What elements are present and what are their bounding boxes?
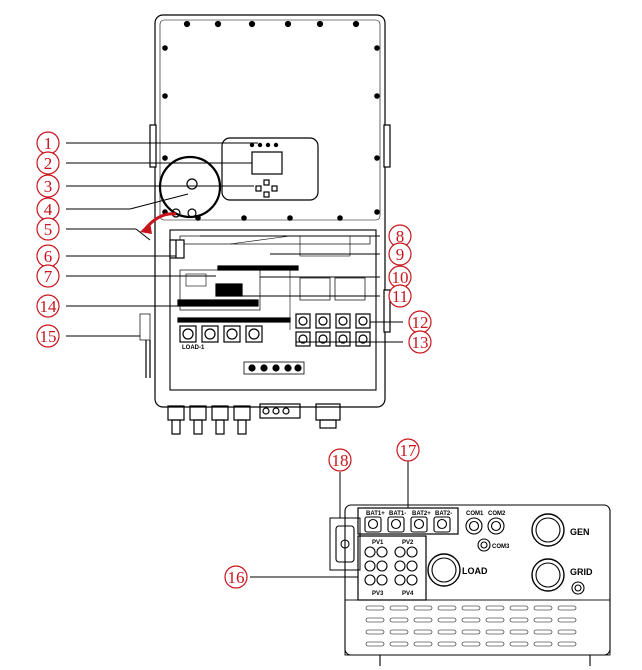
bat-port-label: BAT2- [435,511,452,517]
inverter-bottom-view [329,504,611,666]
grid-label: GRID [570,567,593,577]
bat-port-connectors [364,516,451,533]
callout-number: 11 [392,287,408,306]
pv-connectors-box [357,535,427,601]
dc-switch-detail-circle [158,155,222,219]
wiring-compartment [169,229,377,391]
callout-number: 16 [228,568,245,587]
battery-terminal-row-bottom [295,331,371,347]
load-label: LOAD [462,566,488,576]
bat-port-label: BAT1+ [366,511,385,517]
function-buttons [255,179,278,198]
com3-label: COM3 [492,544,510,550]
callout-5 [36,217,60,241]
callout-number: 17 [400,441,418,460]
callout-number: 7 [44,267,53,286]
callout-9 [388,242,412,266]
gen-gland [531,513,565,547]
inverter-housing [154,14,386,408]
pv-connectors [364,546,418,586]
bottom-panel-labels: BAT1+ BAT1- BAT2+ BAT2- COM1 COM2 COM3 G… [182,345,593,597]
grid-gland [531,558,565,592]
callout-13 [408,330,432,354]
cover-screws [162,20,380,221]
bat-port-label: BAT2+ [412,511,431,517]
callout-number: 2 [44,154,53,173]
control-panel [221,137,319,201]
callout-number: 4 [44,200,53,219]
load-terminal-label: LOAD-1 [182,345,205,351]
leader-lines [66,142,409,578]
callout-number: 9 [396,245,405,264]
small-gland [571,581,585,595]
callout-number: 5 [44,220,53,239]
callout-number: 13 [412,333,429,352]
pv-label: PV1 [372,540,384,546]
callout-number: 6 [44,247,53,266]
inverter-front-view [139,14,391,435]
gen-label: GEN [570,527,590,537]
com3-port [477,538,491,552]
callout-14 [36,294,60,318]
callout-17 [396,438,420,462]
bat-port-label: BAT1- [389,511,406,517]
battery-terminal-row-top [295,313,371,329]
callouts [36,131,432,589]
callout-number: 8 [396,227,405,246]
arrow-head-icon [140,222,152,234]
callout-number: 14 [40,297,58,316]
callout-number: 10 [392,268,409,287]
callout-11 [388,284,412,308]
pv-label: PV4 [402,591,414,597]
callout-number: 3 [44,177,53,196]
callout-7 [36,264,60,288]
callout-number: 15 [40,327,57,346]
callout-2 [36,151,60,175]
load-gland [427,553,461,587]
vent-grille [365,605,577,647]
callout-numbers: 1 2 3 4 5 6 7 8 9 10 11 12 13 14 15 16 1… [40,134,429,587]
ground-bar [243,361,305,375]
com2-label: COM2 [488,511,506,517]
cable-glands [167,403,341,435]
callout-number: 12 [412,313,429,332]
callout-15 [36,324,60,348]
pv-label: PV2 [402,540,414,546]
com1-label: COM1 [466,511,484,517]
load-terminal-row [179,325,263,343]
callout-number: 18 [332,451,349,470]
callout-18 [328,448,352,472]
pv-label: PV3 [372,591,384,597]
callout-16 [224,565,248,589]
com2-port [487,517,505,535]
callout-number: 1 [44,134,53,153]
com1-port [465,517,483,535]
knob-icon [186,178,198,190]
lcd-screen [251,151,283,175]
callout-3 [36,174,60,198]
